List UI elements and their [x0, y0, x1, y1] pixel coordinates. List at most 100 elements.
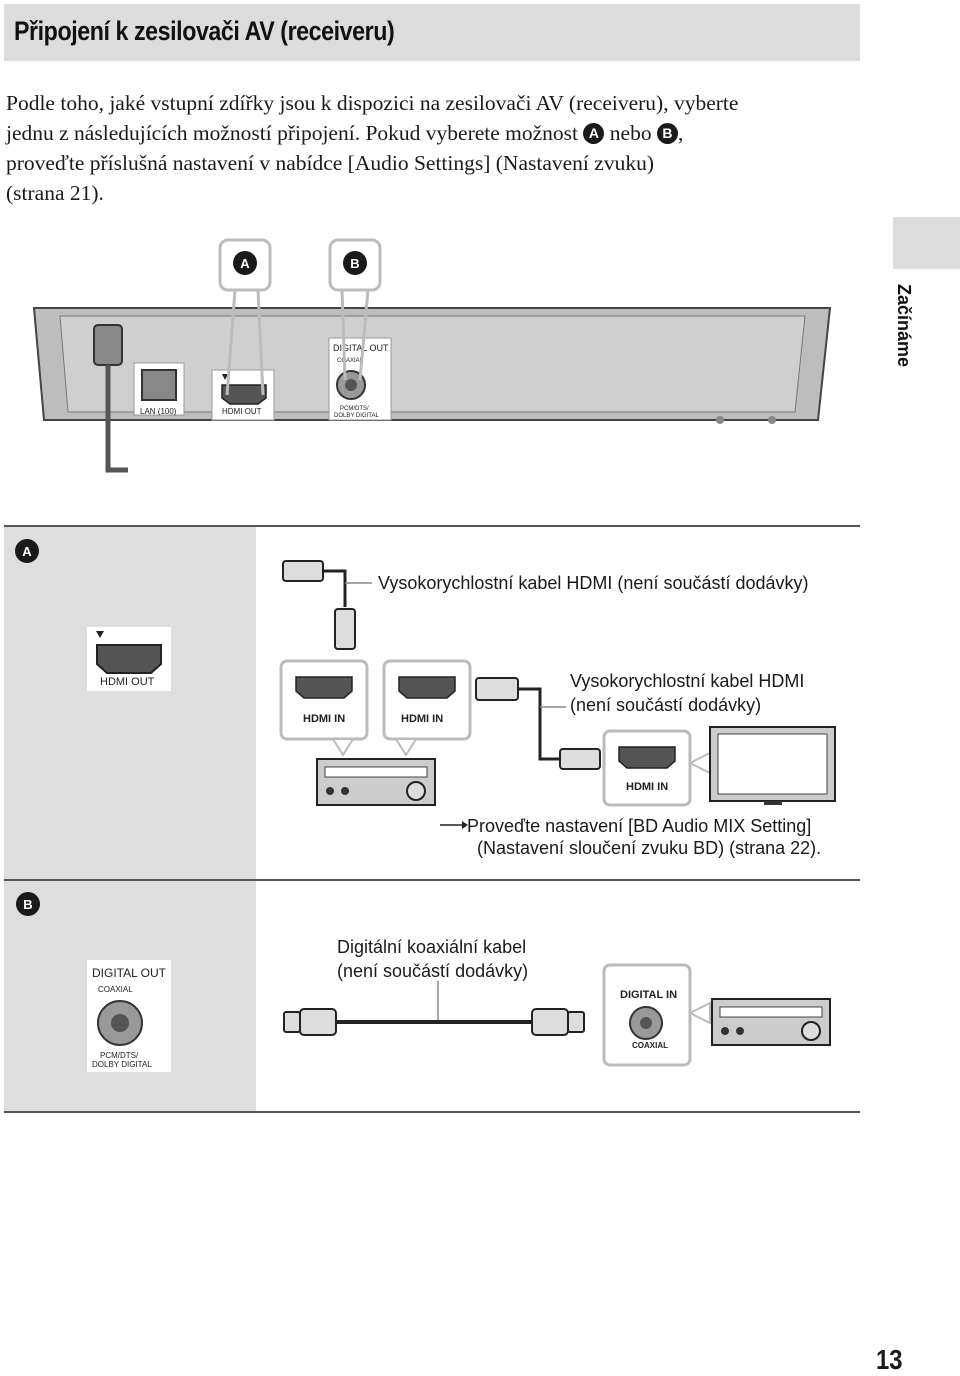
leader-line-b2 [358, 289, 370, 381]
player-rear-panel-illustration: A B LAN (100) HDMI OUT DIGITAL OUT COAXI… [32, 238, 832, 473]
bottom-rule [4, 1111, 860, 1113]
leader-line-a [225, 289, 237, 396]
tv-hdmi-in-label: HDMI IN [626, 781, 668, 793]
pointer-tv [687, 751, 711, 775]
callout-a-letter: A [240, 256, 250, 271]
callout-b-letter: B [350, 256, 359, 271]
intro-line-2: jednu z následujících možností připojení… [6, 118, 866, 148]
cable-2-label-1: Vysokorychlostní kabel HDMI [570, 671, 804, 691]
receiver-display [324, 766, 428, 778]
rca-plug-icon [567, 1011, 585, 1033]
section-b-rule [4, 879, 860, 881]
hdmi-plug-icon [282, 560, 324, 582]
screw-icon [768, 416, 776, 424]
side-tab-marker [893, 217, 960, 269]
receiver-volume-knob [801, 1021, 821, 1041]
tv-hdmi-in-socket [618, 746, 676, 769]
receiver-knob [341, 787, 349, 795]
receiver-knob [721, 1027, 729, 1035]
hdmi-out-port [221, 384, 267, 405]
hdmi-in-label-2: HDMI IN [401, 713, 443, 725]
intro-line-3: proveďte příslušná nastavení v nabídce [… [6, 151, 654, 175]
digital-in-jack-center [640, 1017, 652, 1029]
pcm-label-1: PCM/DTS/ [100, 1051, 139, 1060]
section-a-gray-panel [4, 527, 256, 879]
coaxial-label: COAXIAL [98, 985, 133, 994]
callout-a-badge [233, 251, 257, 275]
coaxial-jack-center [345, 379, 357, 391]
hdmi-triangle-icon [222, 374, 228, 380]
hdmi-in-socket-1 [295, 676, 353, 699]
pcm-label-2: DOLBY DIGITAL [334, 413, 379, 419]
arrow-head-icon [462, 821, 468, 829]
digital-in-label: DIGITAL IN [620, 989, 677, 1001]
leader-line-b [340, 289, 347, 381]
hdmi-in-box-2 [382, 659, 472, 741]
cable-1-label: Vysokorychlostní kabel HDMI (není součás… [378, 573, 809, 593]
receiver-knob [326, 787, 334, 795]
intro-text: , [677, 121, 684, 145]
coax-cable-label-2: (není součástí dodávky) [337, 961, 528, 981]
intro-text: nebo [604, 121, 657, 145]
hdmi-out-label: HDMI OUT [222, 407, 262, 416]
hdmi-triangle-icon [96, 631, 104, 638]
rca-plug-icon [531, 1008, 569, 1036]
intro-line-1: Podle toho, jaké vstupní zdířky jsou k d… [6, 91, 739, 115]
page-number: 13 [876, 1344, 903, 1375]
side-tab-label: Začínáme [893, 284, 933, 404]
hdmi-in-socket-2 [398, 676, 456, 699]
section-a-diagram: A HDMI OUT Vysokorychlostní kabel HDMI (… [15, 539, 836, 858]
cable-2-label-2: (není součástí dodávky) [570, 695, 761, 715]
coaxial-in-label: COAXIAL [632, 1041, 668, 1050]
hdmi-out-socket [96, 644, 162, 674]
section-b-marker [16, 892, 40, 916]
hdmi-cable-1 [323, 569, 347, 607]
hdmi-out-text: HDMI OUT [100, 676, 155, 688]
leader-line-a2 [256, 289, 265, 396]
pointer-receiver [687, 1001, 711, 1025]
tv-screen [717, 733, 828, 795]
intro-paragraph: Podle toho, jaké vstupní zdířky jsou k d… [6, 88, 866, 208]
section-a-marker-letter: A [22, 544, 32, 559]
pointer-2 [394, 738, 418, 757]
section-a-rule [4, 525, 860, 527]
rca-plug-icon [299, 1008, 337, 1036]
option-b-badge: B [656, 123, 678, 144]
section-b-marker-letter: B [23, 897, 32, 912]
screw-icon [716, 416, 724, 424]
receiver-volume-knob [406, 781, 426, 801]
hdmi-plug-icon [559, 748, 601, 770]
side-tab-text: Začínáme [894, 284, 914, 368]
section-b-diagram: B DIGITAL OUT COAXIAL PCM/DTS/ DOLBY DIG… [16, 892, 831, 1072]
intro-text: jednu z následujících možností připojení… [6, 121, 584, 145]
hdmi-in-box-1 [279, 659, 369, 741]
pcm-label-1: PCM/DTS/ [340, 406, 369, 412]
rca-plug-icon [283, 1011, 301, 1033]
hdmi-plug-icon [475, 677, 519, 701]
tv-stand [764, 801, 782, 805]
pcm-label-2: DOLBY DIGITAL [92, 1060, 152, 1069]
lan-label: LAN (100) [140, 407, 177, 416]
receiver-display [719, 1006, 823, 1018]
coax-cable-label-1: Digitální koaxiální kabel [337, 937, 526, 957]
power-socket [93, 324, 123, 366]
digital-out-label: DIGITAL OUT [92, 966, 167, 980]
receiver-knob [736, 1027, 744, 1035]
callout-b-badge [343, 251, 367, 275]
page-title: Připojení k zesilovači AV (receiveru) [14, 16, 395, 46]
section-a-marker [15, 539, 39, 563]
option-a-badge: A [583, 123, 605, 144]
power-cord [105, 365, 128, 473]
title-bar [4, 4, 860, 61]
note-line-2: (Nastavení sloučení zvuku BD) (strana 22… [477, 838, 821, 858]
hdmi-in-label-1: HDMI IN [303, 713, 345, 725]
intro-line-4: (strana 21). [6, 181, 104, 205]
coaxial-jack-center [111, 1014, 129, 1032]
coaxial-label: COAXIAL [337, 358, 364, 364]
lan-port [141, 369, 177, 401]
hdmi-plug-icon [334, 608, 356, 650]
pointer-1 [331, 738, 355, 757]
digital-out-label: DIGITAL OUT [333, 343, 389, 353]
note-line-1: Proveďte nastavení [BD Audio MIX Setting… [467, 816, 811, 836]
hdmi-cable-2 [518, 687, 560, 761]
